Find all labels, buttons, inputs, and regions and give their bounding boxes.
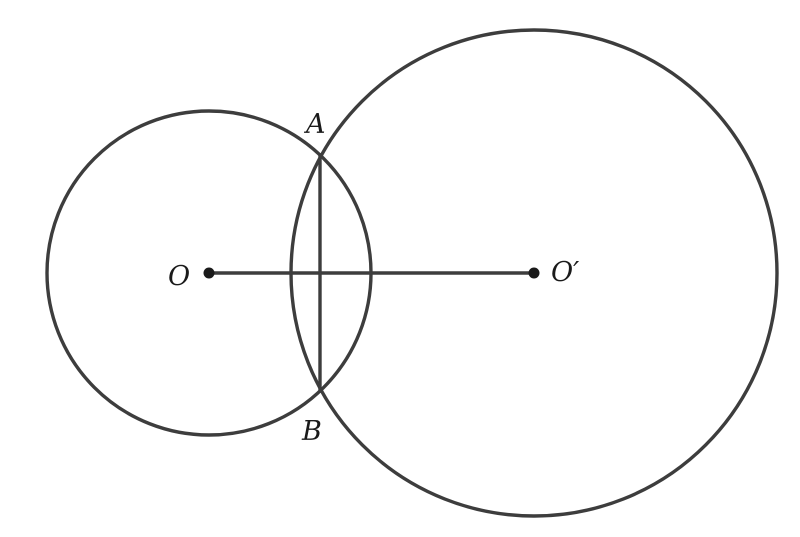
- label-b: B: [301, 416, 322, 447]
- label-o: O: [168, 261, 190, 292]
- point-o-prime: [528, 267, 540, 279]
- point-o: [203, 267, 215, 279]
- label-o-prime: O′: [551, 257, 579, 288]
- label-a: A: [303, 109, 326, 140]
